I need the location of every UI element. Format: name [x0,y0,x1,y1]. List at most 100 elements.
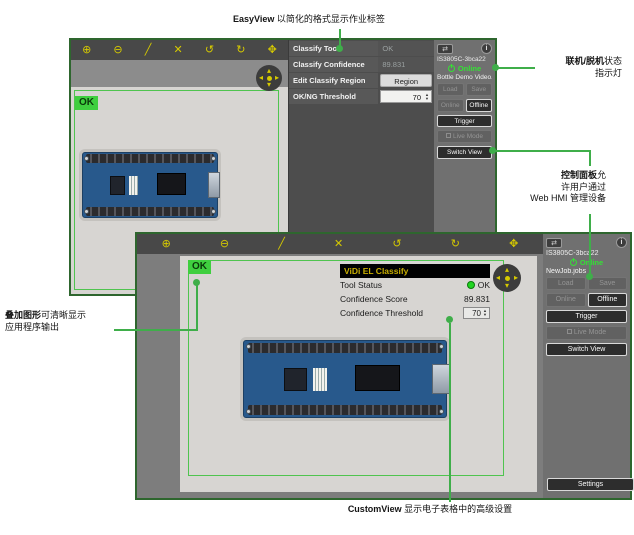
compass-down-icon[interactable]: ▾ [266,80,272,89]
info-icon[interactable]: i [481,43,492,54]
okng-threshold-stepper[interactable]: 70 ▲ ▼ [380,90,432,103]
confidence-score-value: 89.831 [464,294,490,304]
customview-image-area: OK ▴ ▾ ◂ ▸ ViDi EL Classify Tool Status … [137,254,543,498]
callout-dot [489,147,496,154]
zoom-out-icon[interactable]: ⊖ [219,237,230,250]
callout-line [114,329,198,331]
callout-dot [193,279,200,286]
callout-line [339,29,341,48]
callout-line [589,150,591,166]
device-name: IS3805C-3bca22 [546,250,599,257]
confidence-threshold-value[interactable]: 70 [472,309,481,318]
panel-toggle-icon[interactable]: ⇄ [546,237,562,248]
info-icon[interactable]: i [616,237,627,248]
customview-image-column: ⊕ ⊖ ╱ ✕ ↺ ↻ ✥ OK ▴ ▾ [137,234,543,498]
power-icon [447,64,455,72]
compass-right-icon[interactable]: ▸ [513,273,518,282]
table-row: Classify Tool OK [289,41,434,56]
switch-view-button[interactable]: Switch View [546,342,627,356]
live-mode-button[interactable]: Live Mode [437,130,492,144]
annotation-online-status: 联机/脱机状态 指示灯 [565,56,622,78]
vidi-overlay-panel: ViDi EL Classify Tool Status OK Confiden… [340,264,490,320]
live-mode-checkbox[interactable] [446,133,451,139]
redo-icon[interactable]: ↻ [450,237,460,250]
online-button[interactable]: Online [546,293,586,307]
measure-icon[interactable]: ╱ [144,43,152,56]
tool-status-value: OK [477,280,490,290]
move-icon[interactable]: ✥ [267,43,277,56]
ok-result-badge: OK [188,260,211,274]
zoom-in-icon[interactable]: ⊕ [161,237,171,250]
callout-line [495,150,591,152]
annotation-overlay-graphics: 叠加图形可清晰显示 应用程序输出 [5,310,87,332]
offline-button[interactable]: Offline [465,98,492,112]
compass-up-icon[interactable]: ▴ [504,265,510,274]
confidence-threshold-stepper[interactable]: 70 ▲ ▼ [463,307,490,319]
compass-left-icon[interactable]: ◂ [259,73,264,82]
pan-compass-icon[interactable]: ▴ ▾ ◂ ▸ [256,65,282,91]
okng-threshold-value[interactable]: 70 [412,93,421,102]
device-name: IS3805C-3bca22 [437,56,486,63]
table-row: Classify Confidence 89.831 [289,57,434,72]
classify-region-box[interactable] [188,260,504,476]
classify-tool-label: Classify Tool [289,41,379,56]
vidi-overlay-title: ViDi EL Classify [340,264,490,278]
switch-view-button[interactable]: Switch View [437,146,492,159]
power-icon [569,258,577,266]
measure-icon[interactable]: ╱ [278,237,285,250]
circuit-board-image [82,152,220,218]
save-button[interactable]: Save [465,83,492,96]
confidence-threshold-label: Confidence Threshold [340,308,424,318]
settings-button[interactable]: Settings [547,477,634,491]
compass-right-icon[interactable]: ▸ [274,73,279,82]
panel-toggle-icon[interactable]: ⇄ [437,43,453,54]
okng-threshold-label: OK/NG Threshold [289,89,379,104]
compass-up-icon[interactable]: ▴ [266,66,272,75]
callout-line [449,323,451,502]
offline-button[interactable]: Offline [587,293,627,307]
compass-down-icon[interactable]: ▾ [504,281,510,290]
stepper-up-icon[interactable]: ▲ [483,308,487,313]
zoom-out-icon[interactable]: ⊖ [113,43,123,56]
redo-icon[interactable]: ↻ [236,43,246,56]
cut-icon[interactable]: ✕ [334,237,344,250]
save-button[interactable]: Save [587,277,627,291]
easyview-toolbar: ⊕ ⊖ ╱ ✕ ↺ ↻ ✥ [71,40,288,60]
trigger-button[interactable]: Trigger [437,114,492,128]
table-row: Confidence Threshold 70 ▲ ▼ [340,306,490,320]
live-mode-button[interactable]: Live Mode [546,326,627,340]
classify-confidence-value: 89.831 [378,57,434,72]
table-row: Edit Classify Region Region [289,73,434,88]
load-button[interactable]: Load [546,277,586,291]
annotation-control-panel: 控制面板允 许用户通过 Web HMI 管理设备 [530,170,606,203]
zoom-in-icon[interactable]: ⊕ [82,43,92,56]
pan-compass-icon[interactable]: ▴ ▾ ◂ ▸ [493,264,521,292]
stepper-arrows[interactable]: ▲ ▼ [481,308,489,318]
move-icon[interactable]: ✥ [509,237,519,250]
load-button[interactable]: Load [437,83,464,96]
status-ok-dot [466,281,475,289]
job-file-name: Bottle Demo Video.jobs [437,74,492,81]
stepper-up-icon[interactable]: ▲ [425,91,429,97]
customview-toolbar: ⊕ ⊖ ╱ ✕ ↺ ↻ ✥ [137,234,543,254]
stepper-arrows[interactable]: ▲ ▼ [423,91,431,102]
compass-center-dot [267,76,272,81]
trigger-button[interactable]: Trigger [546,309,627,324]
callout-line [589,214,591,277]
compass-left-icon[interactable]: ◂ [496,273,501,282]
region-button[interactable]: Region [380,74,432,87]
undo-icon[interactable]: ↺ [204,43,215,56]
undo-icon[interactable]: ↺ [392,237,402,250]
online-status-indicator: Online [437,64,492,73]
stepper-down-icon[interactable]: ▼ [483,312,487,317]
callout-line [498,67,535,69]
classify-confidence-label: Classify Confidence [289,57,379,72]
stepper-down-icon[interactable]: ▼ [425,95,429,101]
live-mode-checkbox[interactable] [566,329,572,335]
online-status-indicator: Online [546,258,627,267]
compass-center-dot [505,276,510,281]
cut-icon[interactable]: ✕ [173,43,183,56]
online-button[interactable]: Online [437,98,464,112]
confidence-score-label: Confidence Score [340,294,408,304]
